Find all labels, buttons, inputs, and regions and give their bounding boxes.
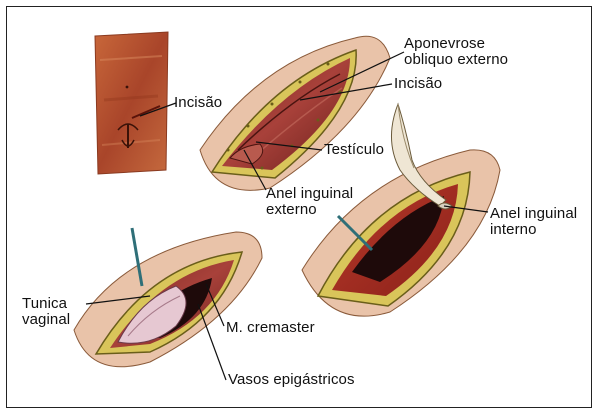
label-anel-externo: Anel inguinal externo [266, 186, 353, 218]
label-tunica: Tunica vaginal [22, 296, 70, 328]
tunica-vaginal-panel [74, 228, 262, 367]
abdomen-skin-panel [95, 32, 168, 174]
label-testiculo: Testículo [324, 142, 384, 158]
label-cremaster: M. cremaster [226, 320, 315, 336]
label-incisao-main: Incisão [394, 76, 442, 92]
label-anel-interno: Anel inguinal interno [490, 206, 577, 238]
label-vasos: Vasos epigástricos [228, 372, 355, 388]
label-incisao-small: Incisão [174, 95, 222, 111]
external-oblique-incision-panel [200, 36, 390, 190]
label-aponevrose: Aponevrose obliquo externo [404, 36, 508, 68]
